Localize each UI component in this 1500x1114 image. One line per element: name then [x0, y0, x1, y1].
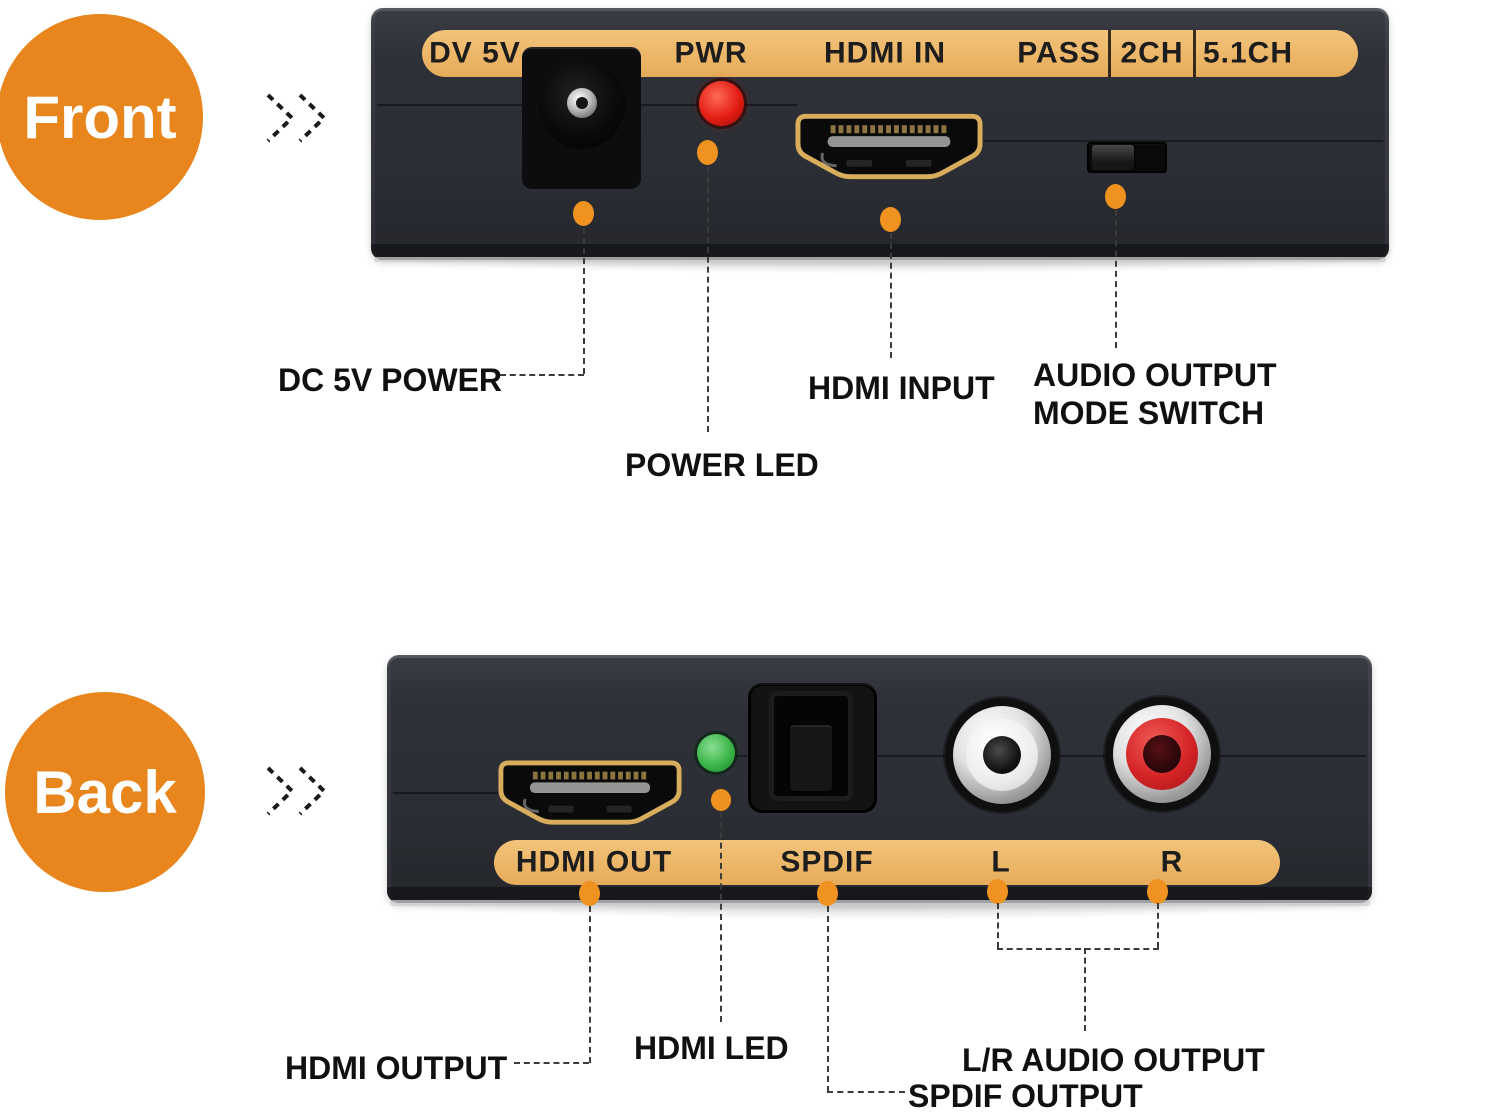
- label-audio-mode-line1: AUDIO OUTPUT: [1033, 357, 1277, 393]
- callout-line: [827, 1091, 905, 1093]
- switch-knob: [1092, 145, 1134, 170]
- dashed-chevrons-icon: [266, 93, 327, 143]
- strip-label-2ch: 2CH: [1120, 35, 1184, 69]
- hdmi-input-port: [795, 113, 983, 180]
- strip-label-pwr: PWR: [674, 35, 748, 69]
- dc-jack-pin: [576, 97, 588, 109]
- marker-dot-hdmi-in: [880, 207, 901, 232]
- hdmi-output-port: [498, 760, 682, 825]
- panel-seam: [393, 792, 498, 794]
- rca-right-collar: [1113, 705, 1211, 803]
- hdmi-led: [697, 734, 735, 772]
- marker-dot-l: [987, 879, 1008, 904]
- label-dc-5v-power: DC 5V POWER: [278, 362, 503, 398]
- rca-jack-right: [1105, 697, 1219, 811]
- marker-dot-hdmi-out: [579, 881, 600, 906]
- callout-line: [997, 903, 999, 948]
- marker-dot-hdmi-led: [711, 789, 731, 811]
- rca-left-ring: [966, 719, 1038, 791]
- front-badge-label: Front: [23, 83, 177, 151]
- callout-line: [720, 812, 722, 1022]
- strip-label-51ch: 5.1CH: [1202, 35, 1294, 69]
- back-badge: Back: [5, 692, 205, 892]
- back-badge-label: Back: [33, 758, 177, 826]
- dashed-chevrons-icon: [266, 766, 327, 816]
- label-hdmi-led: HDMI LED: [634, 1030, 789, 1066]
- front-bottom-rim: [374, 257, 1386, 262]
- callout-line: [997, 948, 1159, 950]
- rca-right-ring: [1126, 718, 1198, 790]
- label-spdif-output: SPDIF OUTPUT: [908, 1078, 1143, 1114]
- marker-dot-r: [1147, 879, 1168, 904]
- callout-line: [1084, 948, 1086, 1031]
- rca-left-hole: [983, 736, 1021, 774]
- marker-dot-dc: [573, 201, 594, 226]
- strip-label-dv5v: DV 5V: [429, 35, 521, 69]
- rca-left-collar: [953, 706, 1051, 804]
- front-badge: Front: [0, 14, 203, 220]
- callout-line: [514, 1062, 589, 1064]
- callout-line: [500, 374, 584, 376]
- strip-label-hdmi-in: HDMI IN: [824, 35, 946, 69]
- panel-seam: [983, 140, 1383, 142]
- strip-label-l: L: [991, 844, 1011, 878]
- strip-divider: [1193, 30, 1196, 77]
- back-caption-strip: HDMI OUT SPDIF L R: [494, 840, 1280, 885]
- dc-power-jack: [522, 47, 641, 189]
- label-power-led: POWER LED: [625, 447, 819, 483]
- rca-jack-left: [945, 698, 1059, 812]
- rca-right-hole: [1143, 735, 1181, 773]
- back-panel-device: HDMI OUT SPDIF L R: [387, 655, 1372, 903]
- callout-line: [1115, 210, 1117, 348]
- callout-line: [583, 228, 585, 374]
- callout-line: [1157, 903, 1159, 948]
- power-led: [699, 81, 744, 126]
- spdif-knob: [790, 725, 832, 791]
- back-bottom-rim: [390, 900, 1370, 906]
- label-audio-mode-line2: MODE SWITCH: [1033, 395, 1265, 431]
- callout-line: [827, 906, 829, 1092]
- back-bottom-bevel: [387, 887, 1372, 903]
- callout-line: [707, 167, 709, 432]
- label-hdmi-output: HDMI OUTPUT: [285, 1050, 508, 1086]
- callout-line: [589, 906, 591, 1063]
- callout-line: [890, 233, 892, 358]
- spdif-port: [748, 683, 877, 813]
- strip-label-spdif: SPDIF: [780, 844, 874, 878]
- marker-dot-switch: [1105, 184, 1126, 209]
- front-panel-device: DV 5V PWR HDMI IN PASS 2CH 5.1CH: [371, 8, 1389, 260]
- marker-dot-spdif: [817, 881, 838, 906]
- label-lr-audio-output: L/R AUDIO OUTPUT: [962, 1042, 1265, 1078]
- label-hdmi-input: HDMI INPUT: [808, 370, 995, 406]
- audio-mode-switch: [1087, 142, 1167, 173]
- strip-label-hdmi-out: HDMI OUT: [515, 844, 673, 878]
- marker-dot-pwr: [697, 140, 718, 165]
- back-device-shadow: [380, 902, 1380, 920]
- strip-label-pass: PASS: [1017, 35, 1101, 69]
- strip-label-r: R: [1160, 844, 1184, 878]
- label-audio-mode-switch: AUDIO OUTPUT MODE SWITCH: [1033, 356, 1277, 432]
- front-bottom-bevel: [371, 244, 1389, 260]
- strip-divider: [1108, 30, 1111, 77]
